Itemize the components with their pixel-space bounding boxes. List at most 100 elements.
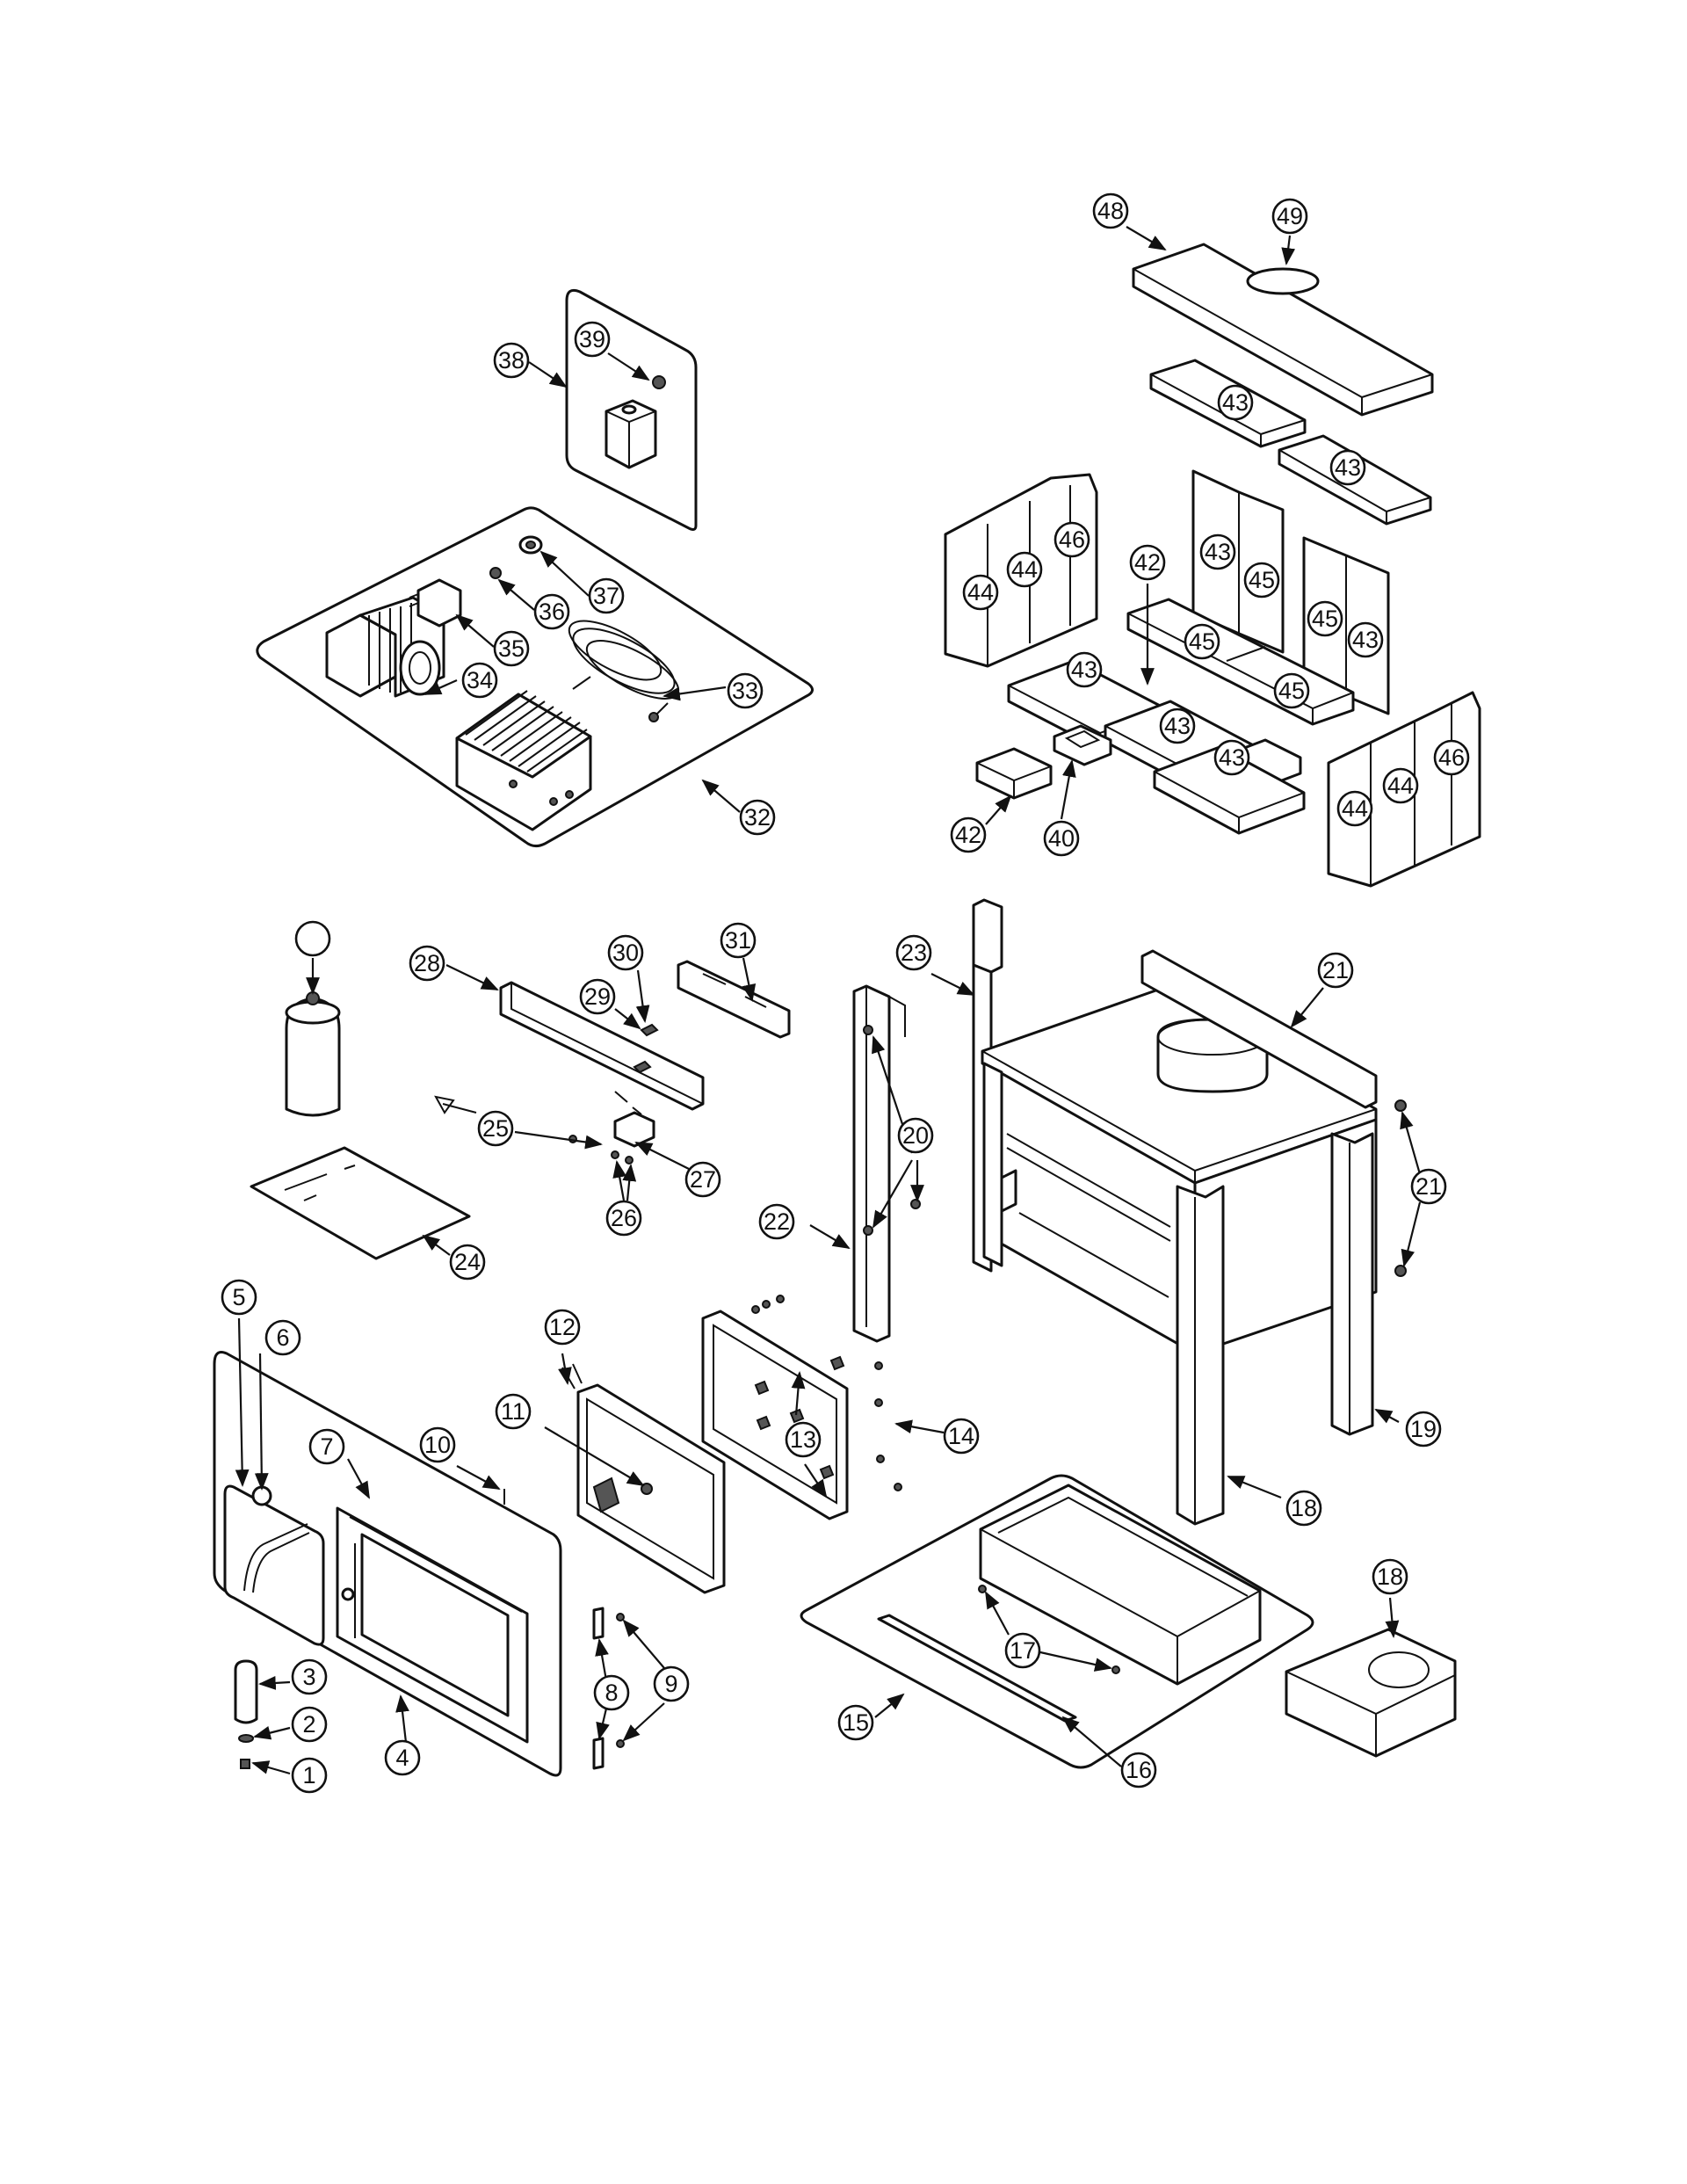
svg-text:12: 12	[549, 1314, 576, 1340]
svg-text:44: 44	[1342, 795, 1368, 822]
callout-45c: 45	[1184, 623, 1220, 660]
door-glass-assembly	[561, 1295, 902, 1594]
callout-9: 9	[653, 1665, 690, 1702]
svg-text:7: 7	[320, 1433, 333, 1460]
svg-text:48: 48	[1097, 198, 1124, 224]
leader-10	[456, 1465, 501, 1490]
leader-41	[1060, 759, 1076, 820]
callout-29: 28	[409, 945, 445, 982]
leader-30	[614, 1008, 641, 1030]
stove-body	[852, 898, 1407, 1526]
svg-text:18: 18	[1377, 1564, 1403, 1590]
svg-text:30: 30	[612, 940, 639, 966]
callout-4: 4	[384, 1739, 421, 1776]
svg-text:13: 13	[790, 1426, 816, 1453]
svg-text:34: 34	[467, 667, 493, 693]
callout-12: 12	[544, 1309, 581, 1346]
svg-text:38: 38	[498, 347, 525, 374]
svg-text:27: 27	[690, 1166, 716, 1193]
door-assembly-panel	[213, 1351, 562, 1777]
leader-28	[634, 1142, 690, 1170]
leader-36	[455, 613, 495, 648]
callout-11: 11	[495, 1393, 532, 1430]
callout-16: 16	[1120, 1752, 1157, 1789]
callout-6: 6	[264, 1319, 301, 1356]
ash-drawer	[1285, 1628, 1457, 1758]
callout-46b: 46	[1433, 739, 1470, 776]
leader-lines	[235, 226, 1422, 1775]
svg-text:43: 43	[1335, 454, 1361, 481]
leader-25	[422, 1234, 451, 1256]
callout-43c: 43	[1199, 533, 1236, 570]
leader-37	[497, 578, 535, 611]
svg-text:10: 10	[424, 1432, 451, 1458]
svg-text:3: 3	[302, 1664, 315, 1690]
callout-2: 2	[291, 1706, 328, 1743]
svg-text:49: 49	[1277, 203, 1303, 229]
svg-text:9: 9	[664, 1671, 677, 1697]
blower-kit-panel	[256, 506, 814, 848]
callout-28: 27	[684, 1161, 721, 1198]
svg-text:31: 31	[725, 927, 751, 954]
svg-text:43: 43	[1219, 744, 1245, 771]
callout-41: 40	[1043, 820, 1080, 857]
svg-text:16: 16	[1126, 1757, 1152, 1783]
callout-39: 38	[493, 342, 530, 379]
ash-pan-panel	[800, 1474, 1314, 1769]
leader-22	[1290, 987, 1324, 1028]
leader-8a	[595, 1638, 609, 1681]
callout-43b: 43	[1329, 449, 1366, 486]
leader-34	[662, 686, 727, 701]
svg-text:40: 40	[1048, 825, 1075, 852]
callout-32: 31	[720, 922, 757, 959]
callout-43f: 43	[1159, 707, 1196, 744]
callouts: 48 49 38 39 43 43 46 44 44 42 43 45 45 4…	[221, 192, 1470, 1794]
leader-12	[558, 1353, 572, 1385]
svg-text:21: 21	[1322, 957, 1349, 983]
callout-14: 14	[943, 1418, 980, 1455]
leader-9b	[622, 1702, 665, 1742]
callout-10: 10	[419, 1426, 456, 1463]
svg-text:23: 23	[901, 940, 927, 966]
svg-text:22: 22	[764, 1208, 790, 1235]
callout-43a: 43	[1217, 384, 1254, 421]
leader-35	[424, 678, 458, 696]
paint-can-and-manual	[250, 991, 471, 1260]
leader-17b	[1039, 1651, 1112, 1672]
leader-14	[894, 1419, 945, 1434]
svg-text:29: 29	[584, 983, 611, 1010]
callout-44c: 44	[1382, 767, 1419, 804]
svg-text:42: 42	[1134, 549, 1161, 576]
callout-26: 25	[477, 1110, 514, 1147]
callout-13: 13	[785, 1421, 822, 1458]
leader-39	[528, 361, 568, 388]
leader-21d	[1400, 1111, 1422, 1175]
svg-text:4: 4	[395, 1745, 409, 1771]
leader-48	[1281, 235, 1296, 265]
svg-text:2: 2	[302, 1711, 315, 1738]
svg-text:43: 43	[1352, 627, 1379, 653]
callout-17: 17	[1004, 1632, 1041, 1669]
svg-text:8: 8	[605, 1680, 618, 1706]
callout-31: 30	[607, 934, 644, 971]
leader-9a	[622, 1619, 665, 1669]
svg-text:18: 18	[1291, 1495, 1317, 1521]
callout-30: 29	[579, 978, 616, 1015]
leader-7	[347, 1458, 370, 1499]
callout-45d: 45	[1273, 672, 1310, 709]
leader-23	[809, 1224, 851, 1250]
leader-42b	[985, 795, 1012, 825]
svg-text:15: 15	[843, 1709, 869, 1736]
callout-45a: 45	[1243, 562, 1280, 599]
callout-33: 32	[739, 799, 776, 836]
svg-text:45: 45	[1189, 628, 1215, 655]
callout-40: 39	[574, 321, 611, 358]
callout-47: 48	[1092, 192, 1129, 229]
callout-43g: 43	[1213, 739, 1250, 776]
svg-text:46: 46	[1059, 526, 1085, 553]
callout-43e: 43	[1066, 651, 1103, 688]
callout-48: 49	[1271, 198, 1308, 235]
svg-text:45: 45	[1312, 606, 1338, 632]
pins-and-screws	[592, 1607, 625, 1770]
callout-1: 1	[291, 1757, 328, 1794]
